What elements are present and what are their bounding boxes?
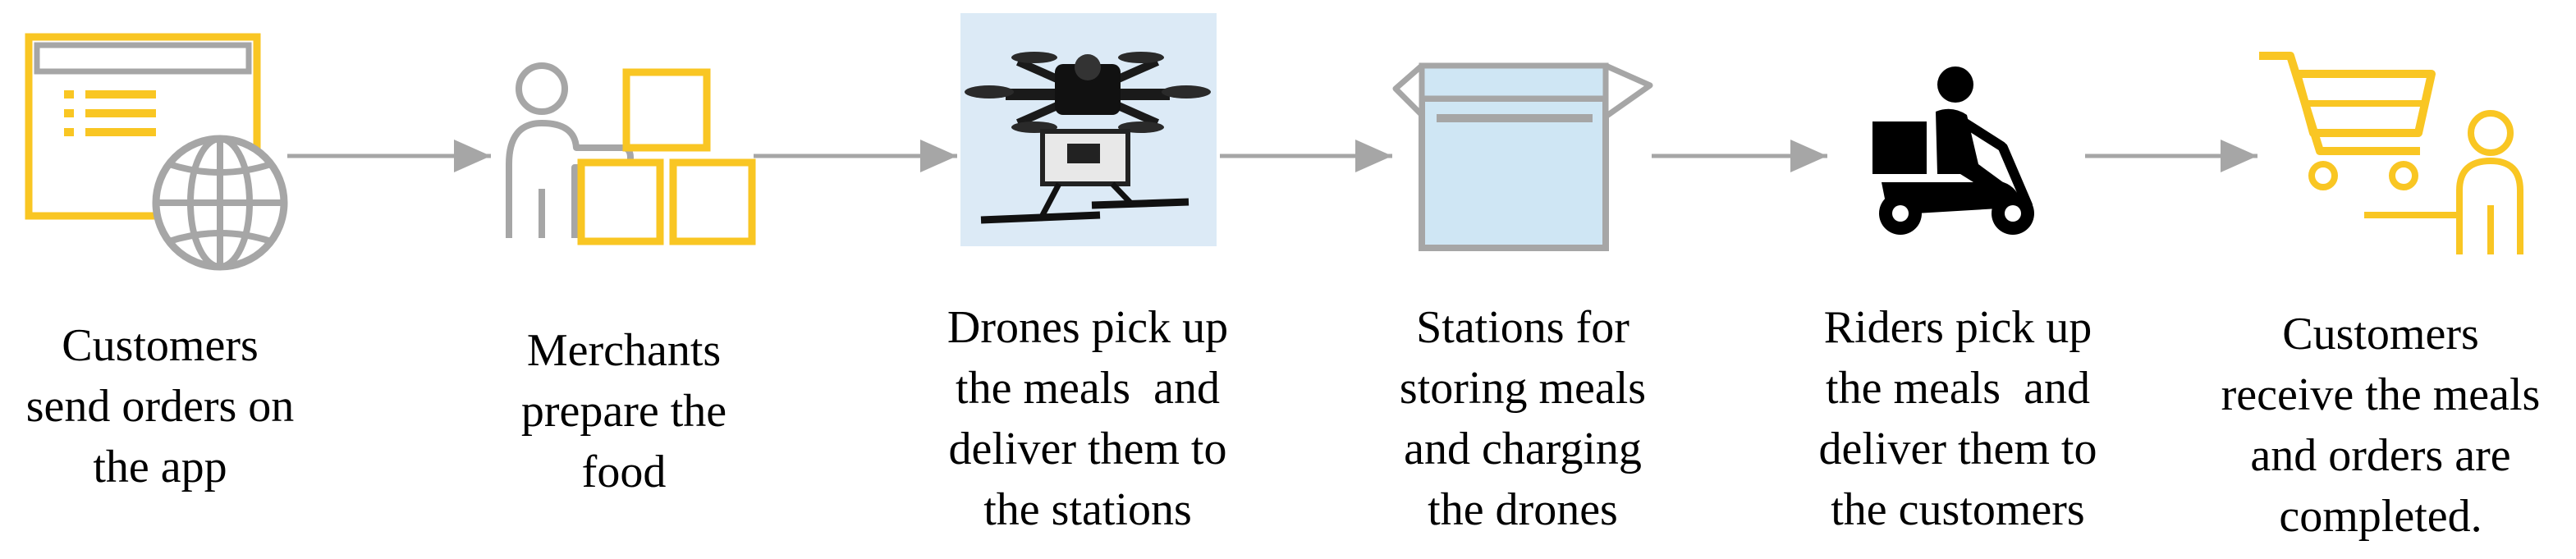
caption-line: storing meals (1399, 363, 1647, 414)
step-5-caption: Riders pick up the meals and deliver the… (1781, 297, 2134, 540)
caption-line: deliver them to (948, 424, 1227, 474)
step-2-caption: Merchants prepare the food (476, 320, 772, 502)
caption-line: completed. (2279, 491, 2482, 542)
caption-line: prepare the (520, 386, 727, 437)
step-6-caption: Customers receive the meals and orders a… (2190, 304, 2571, 547)
step-1-caption: Customers send orders on the app (0, 315, 320, 497)
merchant-boxes-icon (506, 62, 756, 245)
storage-box-icon (1392, 62, 1653, 251)
caption-line: and charging (1404, 424, 1642, 474)
caption-line: Riders pick up (1823, 302, 2092, 353)
caption-line: the stations (983, 484, 1192, 535)
scooter-rider-icon (1872, 66, 2034, 235)
caption-line: Customers (2282, 309, 2479, 360)
drone-photo (960, 13, 1217, 246)
caption-line: Customers (62, 320, 259, 371)
caption-line: the drones (1428, 484, 1618, 535)
caption-line: receive the meals (2221, 369, 2541, 420)
app-screen-globe-icon (25, 33, 288, 271)
caption-line: the app (93, 442, 227, 493)
caption-line: Stations for (1416, 302, 1629, 353)
caption-line: Drones pick up (947, 302, 1229, 353)
caption-line: and orders are (2250, 430, 2511, 481)
caption-line: food (581, 447, 667, 497)
caption-line: the customers (1831, 484, 2085, 535)
caption-line: deliver them to (1818, 424, 2097, 474)
caption-line: the meals and (956, 363, 1220, 414)
caption-line: Merchants (526, 325, 722, 376)
step-3-caption: Drones pick up the meals and deliver the… (911, 297, 1264, 540)
caption-line: send orders on (25, 381, 295, 432)
cart-customer-icon (2259, 52, 2523, 254)
caption-line: the meals and (1826, 363, 2090, 414)
step-4-caption: Stations for storing meals and charging … (1354, 297, 1691, 540)
